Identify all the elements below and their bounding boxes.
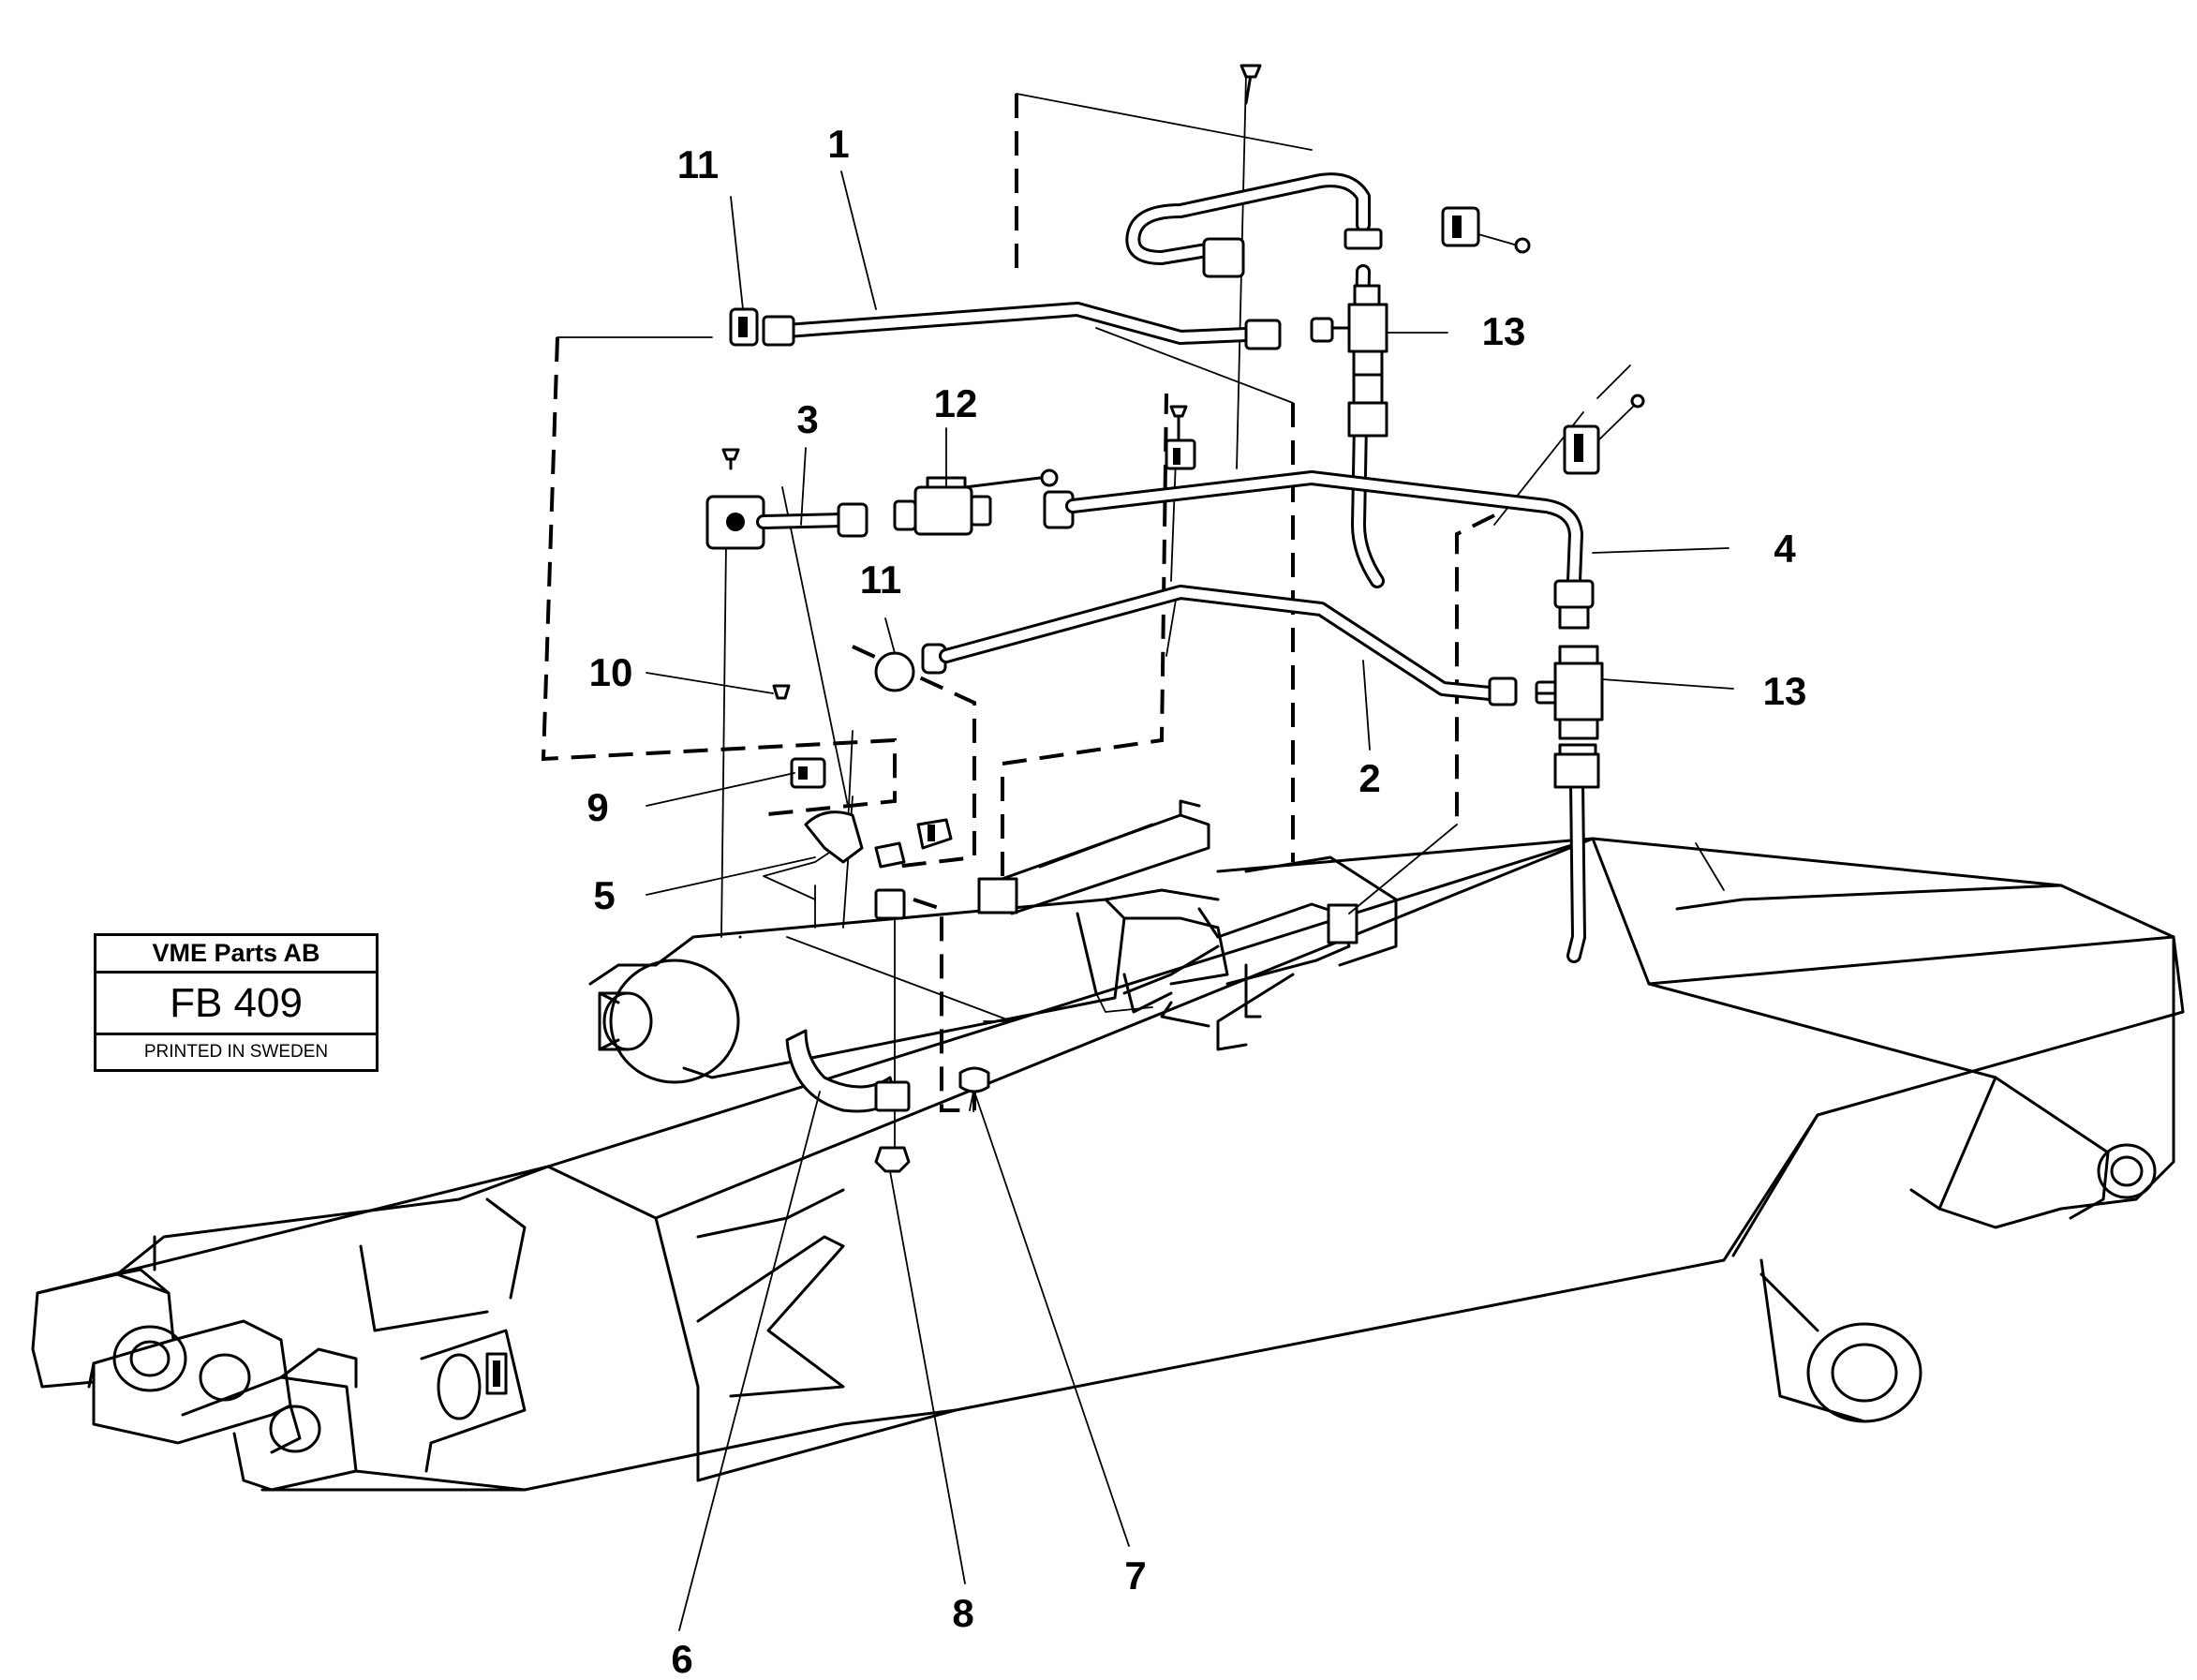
printed-note: PRINTED IN SWEDEN [143,1042,329,1062]
callout-9: 9 [586,785,608,829]
company-name: VME Parts AB [96,936,376,974]
mounting-bracket [977,799,1398,1051]
top-pipe-assembly [1125,172,1531,588]
callout-4: 4 [1774,527,1796,571]
callout-leaders [646,171,1734,1631]
assembly-dashed-lines [541,94,1495,1112]
clamps-and-fasteners [721,64,1645,1173]
boom-arm [31,837,2185,1492]
hydraulic-cylinder [588,888,1229,1084]
pipe-1 [729,302,1282,350]
callout-11a: 11 [677,142,719,186]
callout-12: 12 [934,381,978,425]
callout-11b: 11 [860,558,901,602]
pipe-2 [874,585,1604,963]
callout-labels: 1 2 3 4 5 6 7 8 9 10 11 11 12 13 13 [586,122,1806,1680]
callout-3: 3 [796,397,818,441]
callout-8: 8 [952,1591,973,1635]
callout-13b: 13 [1763,669,1807,713]
callout-2: 2 [1358,756,1380,800]
pipe-3-valve-12-pipe-4 [705,468,1595,630]
title-block: VME Parts AB FB 409 PRINTED IN SWEDEN [94,933,379,1072]
callout-10: 10 [589,650,633,694]
figure-code: FB 409 [96,974,376,1035]
callout-13a: 13 [1482,309,1526,353]
callout-7: 7 [1124,1554,1146,1598]
callout-1: 1 [827,122,849,166]
callout-6: 6 [671,1637,692,1680]
callout-5: 5 [593,873,615,917]
